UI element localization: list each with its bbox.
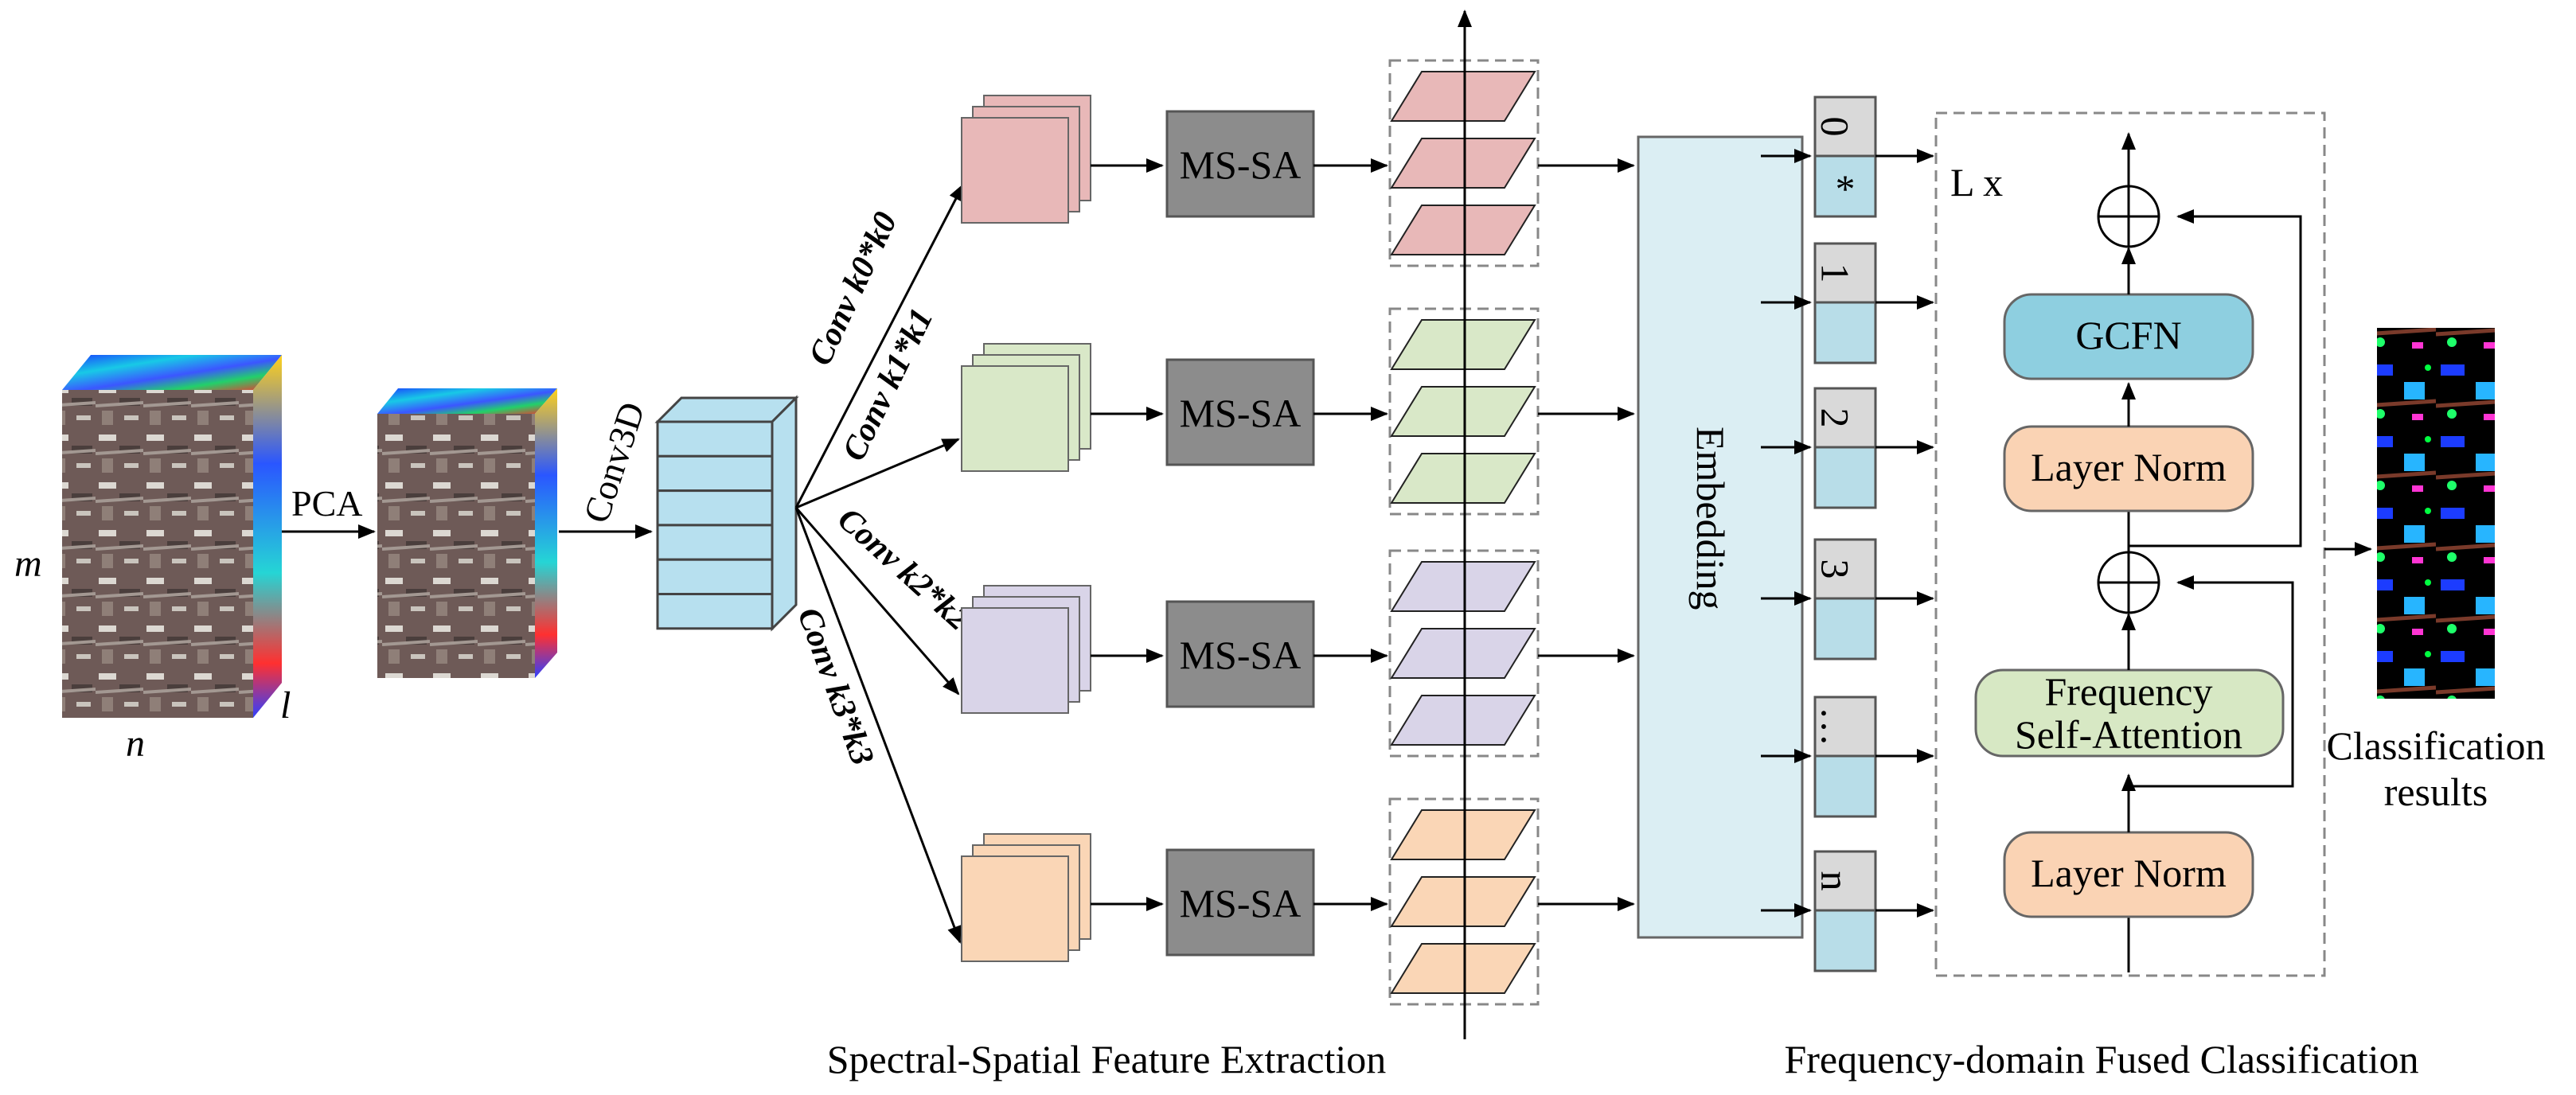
token-5-value-cell: [1813, 909, 1877, 972]
branch-1-msa-box: [1165, 358, 1315, 466]
token-3: 3: [1761, 538, 1934, 661]
token-1-index-cell: [1813, 242, 1877, 304]
conv3d-slice: [656, 558, 774, 596]
conv3d-slice: [656, 420, 774, 458]
branch-2-token-slice: [1390, 561, 1536, 612]
branch-2-token-slice: [1390, 695, 1536, 746]
token-4-index-cell: [1813, 696, 1877, 758]
branch-3-token-slice: [1390, 943, 1536, 994]
encoder-block: Layer Norm Frequency Self-Attention Laye…: [1974, 132, 2302, 972]
branch-1-token-slice: [1390, 319, 1536, 370]
token-1-value-cell: [1813, 301, 1877, 364]
dim-n-label: n: [126, 723, 145, 765]
conv3d-slice: [656, 593, 774, 630]
layer-norm-top-label: Layer Norm: [2031, 445, 2227, 489]
classification-label-line2: results: [2384, 770, 2488, 814]
branch-3-feature-map: [961, 855, 1069, 962]
freq-attn-line2: Self-Attention: [2015, 712, 2242, 757]
token-3-index-label: 3: [1813, 559, 1858, 579]
pca-reduced-cube: [377, 388, 557, 678]
branch-3-token-slice: [1390, 809, 1536, 860]
token-4-index-label: …: [1813, 707, 1858, 746]
token-2-index-cell: [1813, 387, 1877, 449]
branch-3: MS-SA: [961, 797, 1635, 1006]
cube-front-face: [62, 390, 253, 718]
classification-map: [2377, 328, 2495, 699]
branch-3-msa-label: MS-SA: [1180, 881, 1302, 925]
conv3d-feature-block: [654, 395, 799, 632]
branch-2: MS-SA: [961, 549, 1635, 758]
token-0-value-label: *: [1836, 166, 1856, 211]
dim-l-label: l: [280, 684, 291, 727]
token-4-value-cell: [1813, 754, 1877, 818]
encoder-dashed-box: [1934, 111, 2326, 977]
conv3d-label: Conv3D: [576, 397, 653, 528]
token-4: …: [1761, 696, 1934, 818]
branch-1-token-slice: [1390, 386, 1536, 437]
section-title-right: Frequency-domain Fused Classification: [1784, 1037, 2418, 1081]
branch-0-msa-label: MS-SA: [1180, 142, 1302, 187]
conv3d-slice: [656, 524, 774, 561]
input-hsi-cube: [62, 355, 282, 718]
repeat-L-label: L x: [1950, 160, 2003, 205]
pca-label: PCA: [291, 483, 362, 524]
layer-norm-bottom-label: Layer Norm: [2031, 851, 2227, 895]
conv3d-slice: [656, 454, 774, 493]
embedding-label: Embedding: [1688, 427, 1733, 610]
branch-0: MS-SA: [961, 59, 1635, 267]
token-2: 2: [1761, 387, 1934, 509]
token-1-index-label: 1: [1813, 263, 1858, 283]
token-0-value-cell: [1813, 154, 1877, 218]
branch-2-feature-map: [961, 607, 1069, 714]
token-2-value-cell: [1813, 446, 1877, 509]
dim-m-label: m: [14, 543, 42, 585]
token-5-index-cell: [1813, 850, 1877, 912]
branch-1-token-slice: [1390, 453, 1536, 504]
token-2-index-label: 2: [1813, 408, 1858, 428]
branch-2-msa-label: MS-SA: [1180, 633, 1302, 677]
token-0-index-label: 0: [1813, 117, 1858, 137]
cube-side-face: [253, 355, 282, 718]
embedding-block: Embedding: [1637, 135, 1804, 939]
branch-2-conv-label: Conv k2*k2: [830, 501, 977, 637]
token-5: n: [1761, 850, 1934, 972]
cube-top-face: [62, 355, 282, 390]
token-5-index-label: n: [1813, 871, 1858, 891]
conv3d-slice: [656, 489, 774, 527]
branch-fanout-arrows: [794, 183, 965, 944]
branch-2-msa-box: [1165, 600, 1315, 708]
branch-0-token-slice: [1390, 205, 1536, 255]
branch-0-msa-box: [1165, 110, 1315, 218]
section-title-left: Spectral-Spatial Feature Extraction: [827, 1037, 1387, 1081]
token-0: 0*: [1761, 95, 1934, 218]
branch-1: MS-SA: [961, 307, 1635, 516]
branch-3-msa-box: [1165, 848, 1315, 957]
branch-3-token-slice: [1390, 876, 1536, 927]
branch-1-feature-map: [961, 365, 1069, 472]
branch-2-token-slice: [1390, 628, 1536, 679]
branch-0-token-slice: [1390, 71, 1536, 122]
token-3-value-cell: [1813, 597, 1877, 661]
branch-0-token-slice: [1390, 138, 1536, 189]
classification-label-line1: Classification: [2327, 723, 2546, 768]
gcfn-label: GCFN: [2075, 313, 2181, 357]
branch-1-msa-label: MS-SA: [1180, 391, 1302, 435]
branch-3-conv-label: Conv k3*k3: [790, 603, 881, 770]
freq-attn-line1: Frequency: [2044, 669, 2212, 714]
conv3d-side: [771, 395, 798, 632]
token-1: 1: [1761, 242, 1934, 364]
branch-0-feature-map: [961, 117, 1069, 224]
